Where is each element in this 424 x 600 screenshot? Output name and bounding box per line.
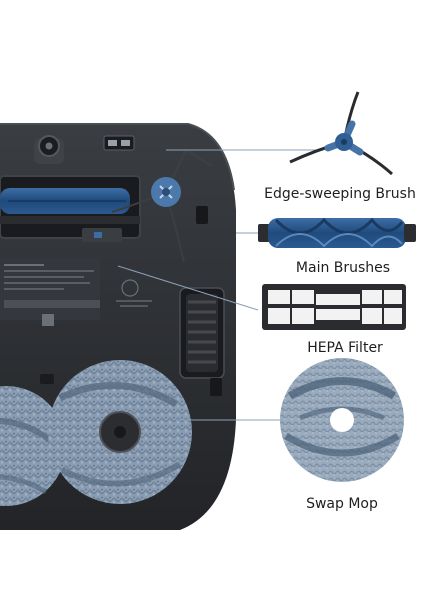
label-edge-sweeping-brush: Edge-sweeping Brush	[264, 186, 416, 202]
caster-wheel	[34, 135, 64, 164]
swap-mop-part	[280, 358, 404, 482]
product-label-sticker	[0, 258, 100, 326]
attached-mop-left	[0, 386, 66, 506]
attached-mop-right	[48, 360, 192, 504]
label-main-brushes: Main Brushes	[296, 260, 390, 276]
main-brush-bay	[0, 175, 141, 242]
drive-wheel	[179, 287, 225, 379]
edge-sweeping-brush-part	[289, 91, 394, 176]
robot-top-edge	[0, 123, 235, 191]
charging-contacts	[103, 135, 135, 151]
hepa-filter-part	[262, 284, 406, 330]
label-swap-mop: Swap Mop	[306, 496, 378, 512]
leader-lines	[117, 149, 322, 421]
warning-icon-area	[116, 279, 152, 307]
side-brush-on-robot	[111, 148, 213, 263]
side-sensor-top	[196, 206, 208, 224]
main-brush-part	[258, 217, 416, 248]
side-sensor-bottom	[210, 378, 222, 396]
edge-bumper	[40, 374, 54, 384]
label-hepa-filter: HEPA Filter	[307, 340, 383, 356]
